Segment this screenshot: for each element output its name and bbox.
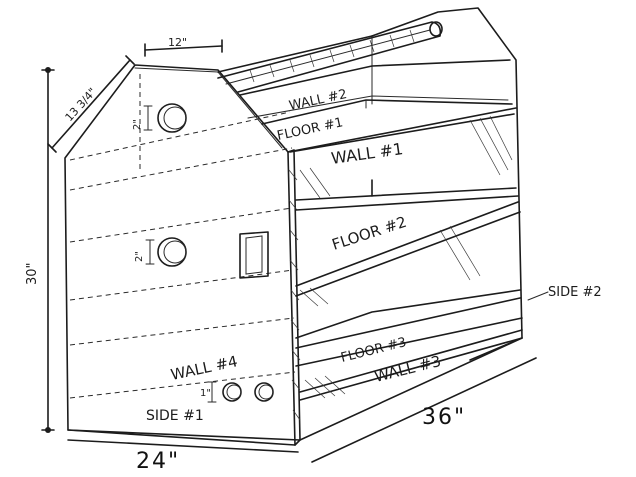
floor-1-panel [261,99,515,153]
dowel-handle [217,21,443,93]
height-dimension: 30" [25,262,40,285]
length-dimension-line [311,357,537,463]
wall-2-label: WALL #2 [288,87,349,114]
hole-dimension-marks [143,105,217,403]
side-2-leader [527,291,549,301]
slope-dimension: 13 3/4" [63,85,100,124]
floor-3-panel [295,289,523,367]
top-rail [217,35,373,73]
small-holes [222,382,274,402]
small-hole-dimension: 1" [200,388,211,399]
height-dimension-line [41,67,55,433]
side-1-panel [64,64,301,446]
bottom-edge [299,337,523,441]
wall-3-label: WALL #3 [373,352,443,386]
top-width-dimension-line [144,39,223,57]
depth-dimension-line [67,439,299,453]
wall-1-panel [295,115,519,211]
upper-edge [287,107,517,153]
middle-hole [157,237,187,267]
side-2-label: SIDE #2 [548,285,602,300]
wall-4-label: WALL #4 [169,352,239,384]
base-front [67,429,301,441]
upper-hole [157,103,187,133]
side-1-label: SIDE #1 [146,408,204,424]
middle-hole-dimension: 2" [134,251,145,262]
slope-dimension-line [47,55,135,153]
floor-1-label: FLOOR #1 [276,115,345,144]
depth-dimension: 24" [136,449,180,474]
floor-2-panel [295,179,521,307]
length-dimension: 36" [422,405,466,430]
wall-2-panel [239,59,511,119]
top-width-dimension: 12" [168,36,187,49]
upper-hole-dimension: 2" [132,119,143,130]
handle-cutout [239,231,269,279]
hidden-lines [69,74,296,399]
wall-3-panel [299,329,523,401]
